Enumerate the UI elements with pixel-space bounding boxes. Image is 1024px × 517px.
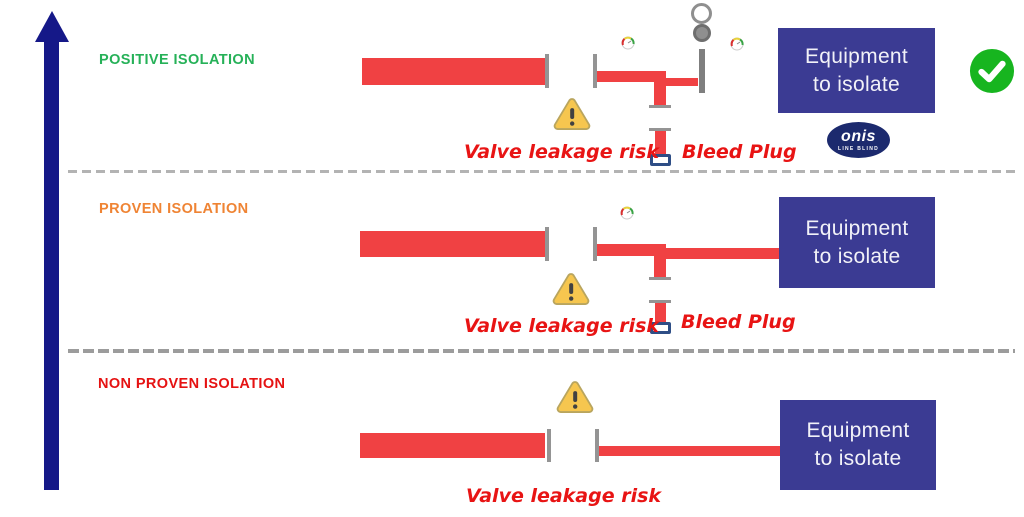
pipe-main bbox=[360, 231, 545, 257]
warning-icon bbox=[556, 381, 594, 413]
spectacle-blind-open-icon bbox=[691, 3, 712, 24]
bleed-valve-ball bbox=[655, 284, 666, 295]
separator-line bbox=[68, 170, 1015, 173]
bleed-valve-flange-bottom bbox=[649, 128, 671, 131]
pipe-downstream bbox=[597, 244, 660, 256]
section-label-proven-isolation: PROVEN ISOLATION bbox=[99, 201, 249, 217]
logo-subtext: LINE BLIND bbox=[837, 145, 880, 152]
valve-flange-right bbox=[593, 227, 597, 261]
valve-flange-left bbox=[547, 429, 551, 462]
pipe-main bbox=[360, 433, 545, 458]
pressure-gauge-icon bbox=[620, 206, 634, 220]
valve-risk-label: Valve leakage risk bbox=[464, 315, 660, 337]
pipe-main bbox=[362, 58, 545, 85]
valve-risk-label: Valve leakage risk bbox=[466, 485, 662, 507]
pipe-to-blind bbox=[660, 78, 698, 86]
bleed-plug bbox=[650, 322, 671, 334]
bleed-valve-flange-bottom bbox=[649, 300, 671, 303]
valve-risk-label: Valve leakage risk bbox=[464, 141, 660, 163]
bleed-valve-ball bbox=[655, 111, 666, 122]
bleed-plug bbox=[650, 154, 671, 166]
valve-flange-right bbox=[593, 54, 597, 88]
onis-logo: onis LINE BLIND bbox=[827, 122, 890, 158]
warning-icon bbox=[552, 273, 590, 305]
bleed-plug-label: Bleed Plug bbox=[681, 311, 796, 333]
pipe-to-equipment bbox=[599, 446, 780, 456]
up-arrow-shaft bbox=[44, 38, 59, 490]
logo-text: onis bbox=[841, 127, 876, 145]
spectacle-blind-closed-icon bbox=[693, 24, 711, 42]
pressure-gauge-icon bbox=[730, 37, 744, 51]
equipment-box: Equipment to isolate bbox=[778, 28, 935, 113]
pressure-gauge-icon bbox=[621, 36, 635, 50]
valve-flange-left bbox=[545, 227, 549, 261]
valve-flange-left bbox=[545, 54, 549, 88]
separator-line bbox=[68, 349, 1015, 353]
section-label-positive-isolation: POSITIVE ISOLATION bbox=[99, 52, 255, 68]
pipe-downstream bbox=[597, 71, 660, 82]
bleed-pipe bbox=[655, 303, 666, 323]
section-label-non-proven-isolation: NON PROVEN ISOLATION bbox=[98, 376, 286, 392]
blind-spade-bar bbox=[699, 49, 705, 93]
check-icon bbox=[969, 48, 1015, 94]
bleed-pipe bbox=[655, 131, 666, 155]
valve-flange-right bbox=[595, 429, 599, 462]
equipment-box: Equipment to isolate bbox=[779, 197, 935, 288]
equipment-box: Equipment to isolate bbox=[780, 400, 936, 490]
bleed-plug-label: Bleed Plug bbox=[682, 141, 797, 163]
warning-icon bbox=[553, 98, 591, 130]
bleed-tee-pipe bbox=[654, 71, 666, 106]
pipe-to-equipment bbox=[660, 248, 779, 259]
bleed-valve-flange-top bbox=[649, 105, 671, 108]
bleed-valve-flange-top bbox=[649, 277, 671, 280]
up-arrow-icon bbox=[35, 11, 69, 42]
